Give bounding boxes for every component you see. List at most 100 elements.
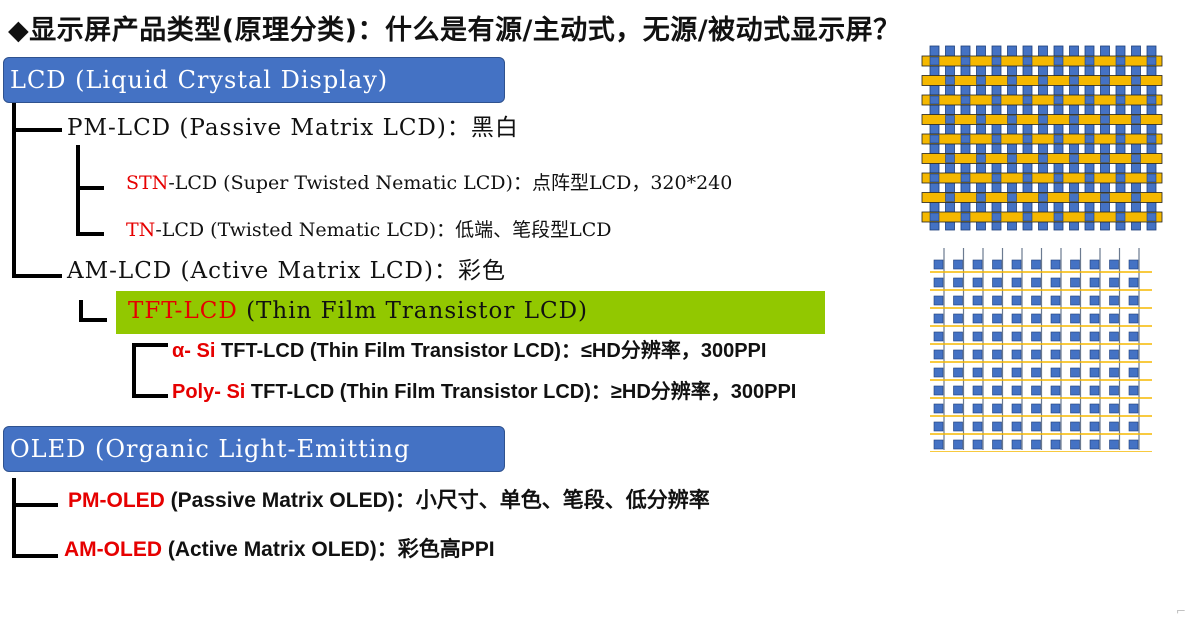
- am-pixel: [1031, 385, 1041, 396]
- pm-weave-cell: [1146, 212, 1157, 222]
- tft-lcd-item: TFT-LCD (Thin Film Transistor LCD): [128, 298, 588, 324]
- am-pixel: [1089, 349, 1100, 360]
- am-pixel: [933, 385, 944, 396]
- pm-weave-cell: [1084, 95, 1095, 105]
- pm-weave-cell: [1084, 134, 1095, 144]
- am-pixel: [1070, 277, 1080, 288]
- am-pixel: [1011, 349, 1022, 360]
- am-pixel: [1128, 259, 1139, 270]
- pm-weave-cell: [1100, 115, 1110, 124]
- am-pixel: [1011, 313, 1022, 324]
- pm-oled-prefix: PM-OLED: [68, 489, 165, 512]
- pm-weave-cell: [991, 134, 1002, 144]
- polysi-prefix: Poly- Si: [172, 381, 246, 403]
- pm-weave-cell: [1146, 173, 1157, 183]
- am-pixel: [1031, 349, 1041, 360]
- am-pixel: [972, 385, 983, 396]
- am-pixel: [953, 439, 963, 450]
- pm-weave-cell: [1131, 154, 1141, 163]
- polysi-description: TFT-LCD (Thin Film Transistor LCD)：≥HD分辨…: [245, 381, 797, 403]
- am-pixel: [1050, 331, 1061, 342]
- am-pixel: [1109, 295, 1119, 306]
- am-pixel: [953, 295, 963, 306]
- pm-weave-cell: [1131, 76, 1141, 85]
- am-pixel: [933, 421, 944, 432]
- am-pixel: [1050, 421, 1061, 432]
- pm-weave-cell: [1084, 56, 1095, 66]
- am-pixel: [953, 331, 963, 342]
- am-pixel: [1031, 259, 1041, 270]
- am-pixel: [953, 385, 963, 396]
- tft-subtree-branch-asi: [132, 343, 168, 347]
- pm-weave-cell: [1115, 173, 1126, 183]
- pm-weave-cell: [1053, 56, 1064, 66]
- pm-weave-cell: [1022, 56, 1033, 66]
- pm-weave-cell: [960, 134, 971, 144]
- am-pixel: [1031, 403, 1041, 414]
- pm-oled-item: PM-OLED (Passive Matrix OLED)：小尺寸、单色、笔段、…: [68, 484, 710, 514]
- am-pixel: [1089, 439, 1100, 450]
- am-pixel: [1128, 313, 1139, 324]
- am-pixel: [1089, 313, 1100, 324]
- pm-weave-cell: [976, 154, 986, 163]
- pm-weave-cell: [976, 115, 986, 124]
- am-pixel: [1109, 259, 1119, 270]
- am-pixel: [1070, 259, 1080, 270]
- pm-row-electrode: [921, 94, 1163, 106]
- am-pixel: [1011, 277, 1022, 288]
- am-pixel: [953, 259, 963, 270]
- pm-weave-cell: [1022, 95, 1033, 105]
- pm-weave-cell: [1084, 173, 1095, 183]
- am-pixel: [1070, 439, 1080, 450]
- pm-weave-cell: [1053, 134, 1064, 144]
- am-pixel: [953, 277, 963, 288]
- pm-weave-cell: [945, 193, 955, 202]
- pm-weave-cell: [1100, 154, 1110, 163]
- passive-matrix-grid-icon: [921, 45, 1163, 231]
- am-pixel: [933, 295, 944, 306]
- am-pixel: [1011, 331, 1022, 342]
- am-pixel: [1089, 331, 1100, 342]
- am-pixel: [933, 331, 944, 342]
- am-pixel: [972, 403, 983, 414]
- am-pixel: [972, 439, 983, 450]
- am-pixel: [1050, 259, 1061, 270]
- asi-description: TFT-LCD (Thin Film Transistor LCD)：≤HD分辨…: [215, 340, 767, 362]
- pm-weave-cell: [976, 76, 986, 85]
- pm-weave-cell: [1069, 154, 1079, 163]
- am-pixel: [1109, 277, 1119, 288]
- pm-weave-cell: [1131, 193, 1141, 202]
- pm-weave-cell: [1053, 95, 1064, 105]
- pm-weave-cell: [1038, 76, 1048, 85]
- pm-weave-cell: [1100, 76, 1110, 85]
- tft-subtree-branch-polysi: [132, 394, 168, 398]
- am-pixel: [1050, 367, 1061, 378]
- pm-weave-cell: [1100, 193, 1110, 202]
- pm-weave-cell: [945, 154, 955, 163]
- am-pixel: [1050, 313, 1061, 324]
- am-pixel: [992, 259, 1002, 270]
- am-subtree-branch: [79, 318, 107, 322]
- polysi-tft-item: Poly- Si TFT-LCD (Thin Film Transistor L…: [172, 375, 796, 404]
- am-pixel: [1070, 331, 1080, 342]
- am-pixel: [1089, 295, 1100, 306]
- am-pixel: [972, 421, 983, 432]
- pm-weave-cell: [1069, 115, 1079, 124]
- pm-weave-cell: [1146, 56, 1157, 66]
- am-pixel: [972, 259, 983, 270]
- am-pixel: [1070, 403, 1080, 414]
- am-pixel: [1109, 349, 1119, 360]
- am-pixel: [933, 349, 944, 360]
- asi-tft-item: α- Si TFT-LCD (Thin Film Transistor LCD)…: [172, 334, 766, 363]
- pm-weave-cell: [1115, 95, 1126, 105]
- active-matrix-grid-icon: [930, 248, 1152, 452]
- am-pixel: [1128, 295, 1139, 306]
- am-pixel: [1128, 403, 1139, 414]
- tft-subtree-vertical: [132, 343, 136, 398]
- am-pixel: [1070, 385, 1080, 396]
- oled-header-label: OLED (Organic Light-Emitting Diode): [10, 435, 411, 507]
- am-pixel: [953, 367, 963, 378]
- pm-weave-cell: [960, 56, 971, 66]
- lcd-header-box: LCD (Liquid Crystal Display): [3, 57, 505, 103]
- stn-lcd-item: STN-LCD (Super Twisted Nematic LCD)：点阵型L…: [126, 168, 732, 195]
